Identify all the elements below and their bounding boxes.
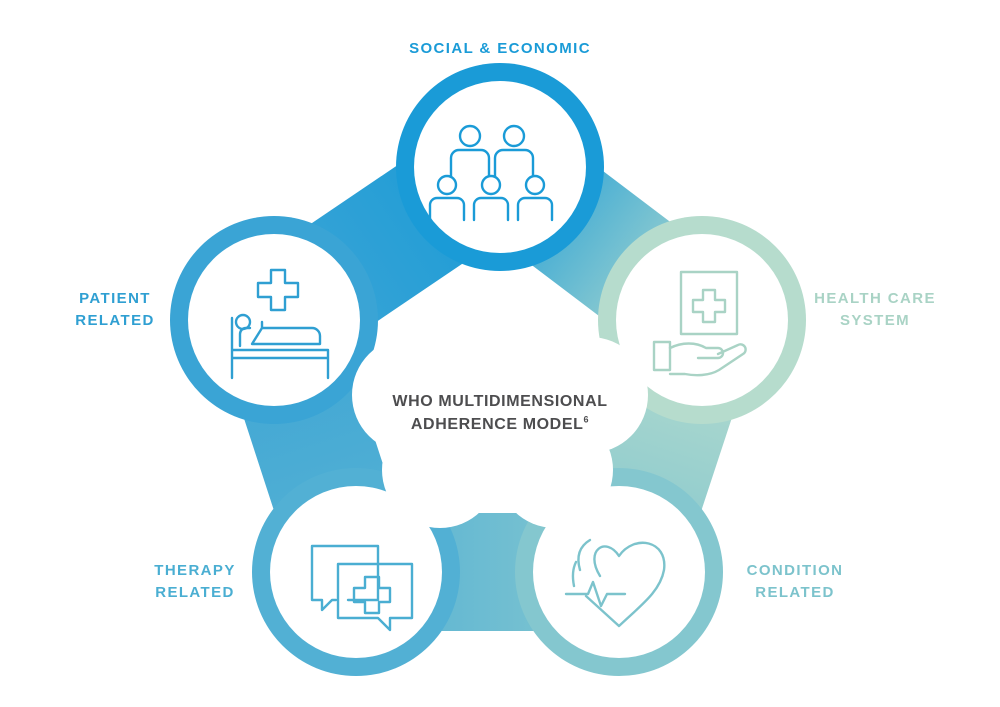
label-condition-related: CONDITION RELATED xyxy=(720,560,870,604)
label-social-economic: SOCIAL & ECONOMIC xyxy=(290,38,710,60)
node-disc-therapy xyxy=(270,486,442,658)
label-patient-line1: PATIENT xyxy=(79,290,151,307)
center-area xyxy=(352,308,648,528)
people-group-icon xyxy=(428,124,554,222)
center-title-line2: ADHERENCE MODEL xyxy=(410,416,584,433)
label-therapy-line2: RELATED xyxy=(155,584,235,601)
label-social-economic-line1: SOCIAL & ECONOMIC xyxy=(409,40,591,57)
center-title-line1: WHO MULTIDIMENSIONAL xyxy=(392,393,608,410)
center-title: WHO MULTIDIMENSIONAL ADHERENCE MODEL6 xyxy=(340,390,660,436)
node-disc-social xyxy=(414,81,586,253)
label-therapy-line1: THERAPY xyxy=(154,562,236,579)
label-health-care-line2: SYSTEM xyxy=(839,312,911,329)
label-therapy-related: THERAPY RELATED xyxy=(120,560,270,604)
center-title-line2-wrap: ADHERENCE MODEL6 xyxy=(340,413,660,436)
label-health-care-system: HEALTH CARE SYSTEM xyxy=(795,288,955,332)
hand-medical-cross-icon xyxy=(652,270,747,377)
heart-pulse-icon xyxy=(564,538,666,628)
node-disc-condition xyxy=(533,486,705,658)
node-discs xyxy=(188,81,788,658)
label-health-care-line1: HEALTH CARE xyxy=(814,290,936,307)
label-condition-line1: CONDITION xyxy=(746,562,844,579)
node-disc-patient xyxy=(188,234,360,406)
patient-bed-cross-icon xyxy=(230,268,330,380)
label-condition-line2: RELATED xyxy=(755,584,835,601)
label-patient-related: PATIENT RELATED xyxy=(40,288,190,332)
label-patient-line2: RELATED xyxy=(75,312,155,329)
speech-bubbles-cross-icon xyxy=(310,544,414,632)
center-title-footnote: 6 xyxy=(583,414,590,425)
